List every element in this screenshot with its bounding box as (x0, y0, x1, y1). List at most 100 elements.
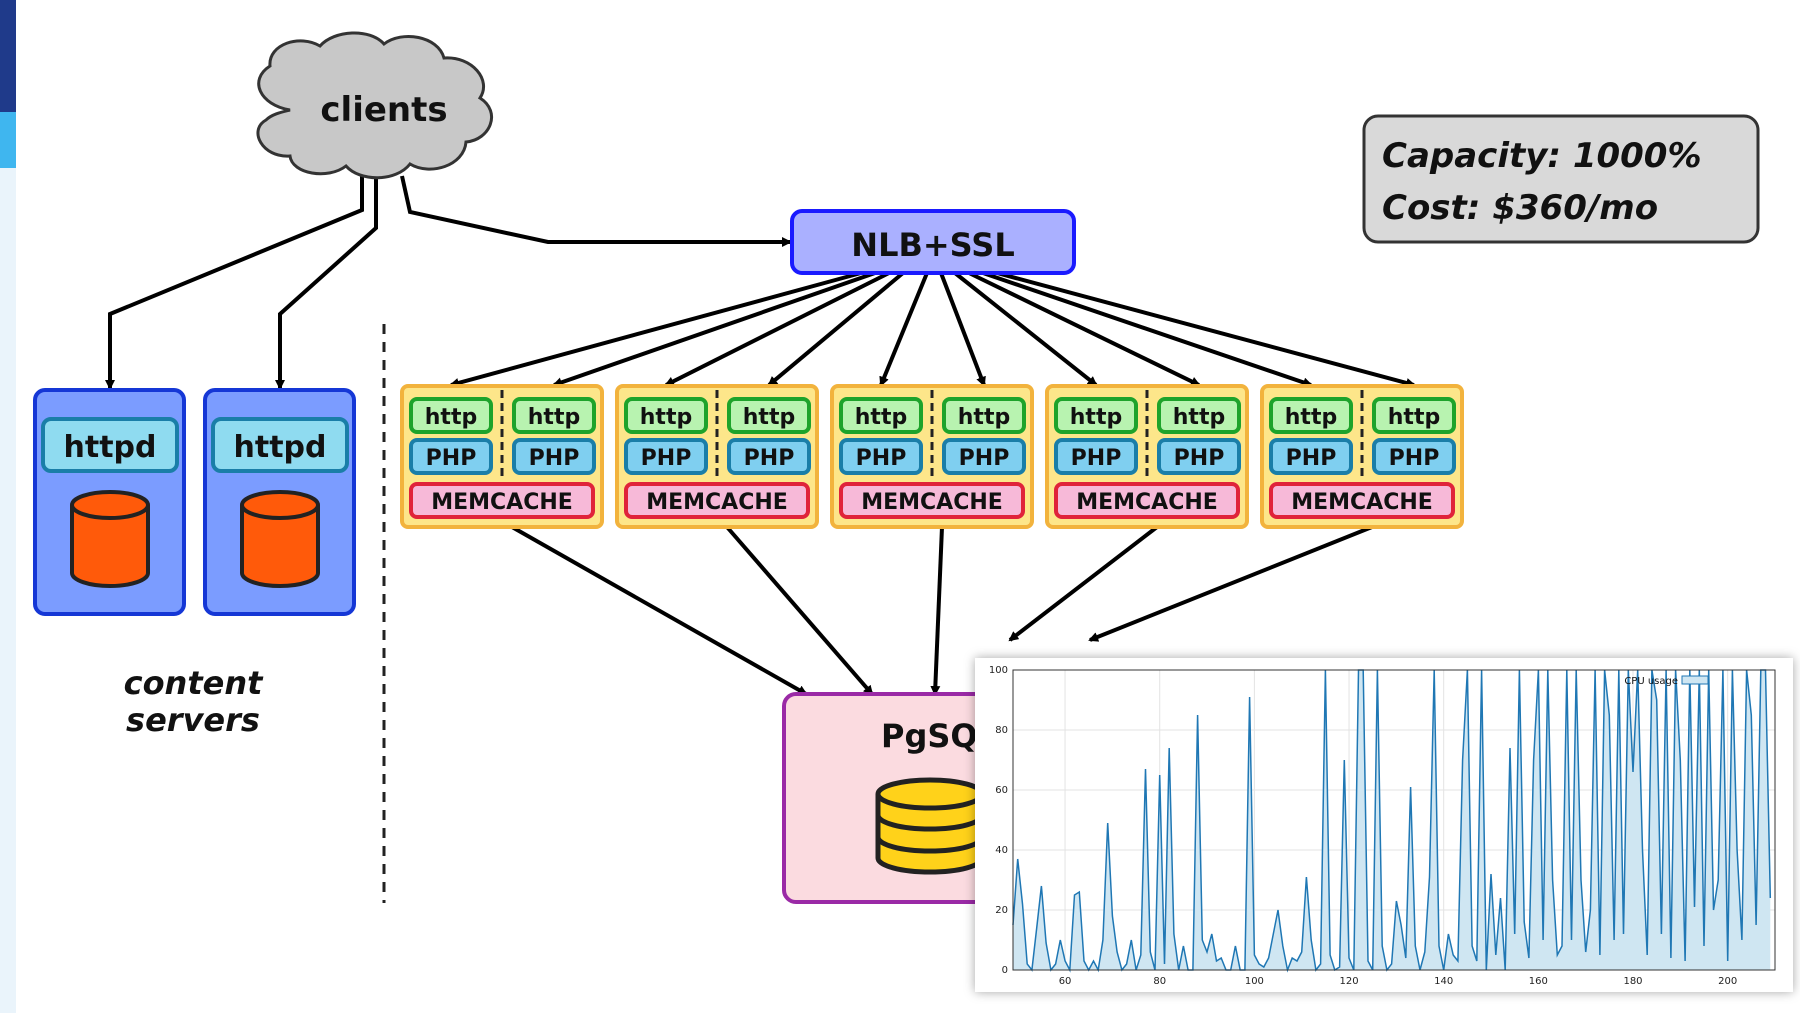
memcache-label: MEMCACHE (1076, 490, 1218, 515)
php-module: PHP (1372, 438, 1456, 475)
http-module: http (727, 397, 811, 434)
memcache-label: MEMCACHE (861, 490, 1003, 515)
arrow-nlb-to-app-2 (767, 271, 905, 387)
x-tick-label: 80 (1153, 976, 1166, 987)
http-label: http (1388, 405, 1440, 430)
cpu-usage-line (1012, 669, 1772, 973)
arrow-nlb-to-app-1 (449, 271, 862, 388)
php-label: PHP (1071, 446, 1122, 471)
plot-frame (1012, 669, 1776, 971)
x-tick-label: 140 (1434, 976, 1453, 987)
php-label: PHP (1389, 446, 1440, 471)
arrow-app-to-pgsql-4 (1008, 525, 1159, 642)
database-cylinder-icon (875, 777, 985, 875)
disk-cylinder-icon (70, 490, 150, 588)
content-servers-caption-line1: content (124, 664, 265, 702)
content-server-1: httpd (33, 388, 186, 616)
http-label: http (640, 405, 692, 430)
memcache-module: MEMCACHE (839, 482, 1025, 519)
x-tick-label: 180 (1623, 976, 1642, 987)
http-module: http (1372, 397, 1456, 434)
memcache-module: MEMCACHE (409, 482, 595, 519)
http-module: http (839, 397, 923, 434)
httpd-label: httpd (234, 430, 327, 465)
php-module: PHP (727, 438, 811, 475)
php-label: PHP (959, 446, 1010, 471)
php-module: PHP (1054, 438, 1138, 475)
arrow-nlb-to-app-3 (879, 272, 929, 387)
y-tick-label: 60 (995, 785, 1008, 796)
pgsql-database: PgSQL (782, 692, 998, 904)
y-tick-label: 80 (995, 725, 1008, 736)
http-module: http (1054, 397, 1138, 434)
http-module: http (1157, 397, 1241, 434)
x-tick-label: 100 (1245, 976, 1264, 987)
php-module: PHP (409, 438, 493, 475)
arrow-nlb-to-app-3 (939, 272, 986, 387)
php-module: PHP (624, 438, 708, 475)
disk-cylinder-icon (240, 490, 320, 588)
php-label: PHP (426, 446, 477, 471)
x-tick-label: 200 (1718, 976, 1737, 987)
php-label: PHP (641, 446, 692, 471)
arrow-nlb-to-app-2 (664, 271, 890, 387)
http-label: http (1070, 405, 1122, 430)
arrow-app-to-pgsql-2 (725, 525, 874, 696)
arrow-nlb-to-app-4 (953, 271, 1098, 387)
php-module: PHP (942, 438, 1026, 475)
side-accent-bar-light (0, 112, 16, 168)
y-tick-label: 100 (989, 665, 1008, 676)
clients-label: clients (320, 90, 447, 130)
arrow-app-to-pgsql-1 (511, 525, 808, 696)
arrow-nlb-to-app-1 (552, 271, 876, 388)
php-label: PHP (856, 446, 907, 471)
y-tick-label: 40 (995, 845, 1008, 856)
capacity-text: Capacity: 1000% (1382, 136, 1702, 176)
php-module: PHP (1269, 438, 1353, 475)
x-tick-label: 160 (1529, 976, 1548, 987)
clients-cloud: clients (256, 31, 493, 180)
http-module: http (1269, 397, 1353, 434)
http-module: http (512, 397, 596, 434)
x-tick-label: 60 (1059, 976, 1072, 987)
http-module: http (624, 397, 708, 434)
php-label: PHP (529, 446, 580, 471)
php-module: PHP (1157, 438, 1241, 475)
memcache-label: MEMCACHE (1291, 490, 1433, 515)
connection-arrows (105, 175, 1416, 696)
http-label: http (425, 405, 477, 430)
content-server-2: httpd (203, 388, 356, 616)
memcache-label: MEMCACHE (431, 490, 573, 515)
memcache-module: MEMCACHE (624, 482, 810, 519)
arrow-clients-to-httpd-1 (105, 176, 364, 390)
info-box: Capacity: 1000% Cost: $360/mo (1362, 114, 1760, 244)
http-module: http (409, 397, 493, 434)
http-label: http (958, 405, 1010, 430)
http-label: http (743, 405, 795, 430)
y-tick-label: 20 (995, 905, 1008, 916)
http-label: http (528, 405, 580, 430)
php-label: PHP (744, 446, 795, 471)
arrow-nlb-to-app-5 (996, 271, 1416, 388)
http-label: http (1285, 405, 1337, 430)
httpd-label: httpd (64, 430, 157, 465)
arrow-nlb-to-app-4 (968, 271, 1201, 387)
arrow-app-to-pgsql-5 (1088, 525, 1373, 642)
http-label: http (1173, 405, 1225, 430)
http-module: http (942, 397, 1026, 434)
php-label: PHP (1286, 446, 1337, 471)
chart-series (1012, 669, 1772, 973)
x-tick-label: 120 (1339, 976, 1358, 987)
php-module: PHP (839, 438, 923, 475)
memcache-label: MEMCACHE (646, 490, 788, 515)
arrow-clients-to-nlb (400, 175, 792, 247)
